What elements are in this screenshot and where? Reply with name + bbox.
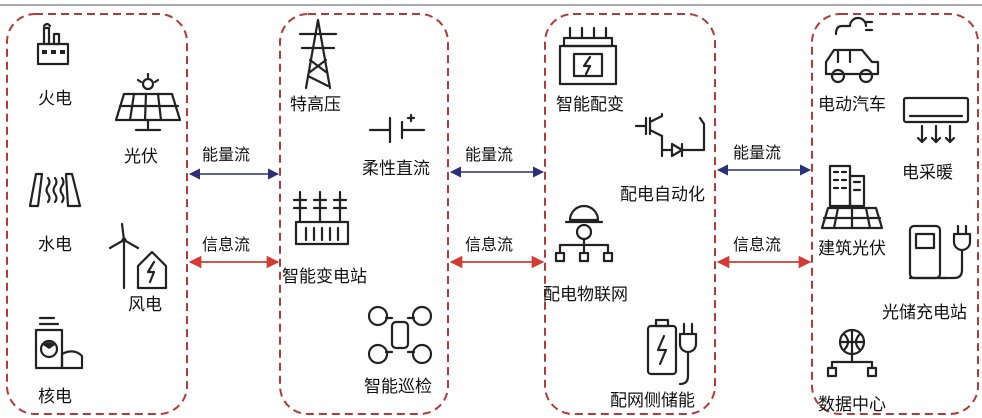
hydro-dam-icon [28,172,82,208]
label-distribution-automation: 配电自动化 [620,185,705,205]
battery-storage-icon [646,318,698,386]
energy-flow-label-3: 能量流 [733,143,781,162]
label-thermal-power: 火电 [38,89,72,109]
label-distribution-iot: 配电物联网 [543,285,628,305]
thermal-plant-icon [36,22,70,66]
info-flow-label-2: 信息流 [465,235,513,254]
transformer-icon [558,26,618,86]
electric-heater-icon [902,96,970,144]
electric-car-icon [824,16,880,84]
info-flow-label-1: 信息流 [202,235,250,254]
dc-capacitor-icon [368,113,426,144]
label-electric-heating: 电采暖 [902,163,953,183]
energy-flow-label-1: 能量流 [202,145,250,164]
igbt-switch-icon [634,112,706,158]
label-electric-vehicle: 电动汽车 [818,95,886,115]
wind-turbine-icon [108,222,168,290]
label-uhv: 特高压 [290,95,341,115]
label-distribution-storage: 配网侧储能 [610,391,695,411]
label-nuclear-power: 核电 [38,387,72,407]
panel-distribution [544,13,716,415]
substation-icon [292,190,350,246]
building-solar-icon [820,164,884,230]
label-flexible-dc: 柔性直流 [362,159,430,179]
data-center-icon [826,328,878,378]
label-solar-pv: 光伏 [124,147,158,167]
info-flow-label-3: 信息流 [733,235,781,254]
label-pv-storage-charging-station: 光储充电站 [882,303,967,323]
label-wind-power: 风电 [128,295,162,315]
label-smart-distribution-transformer: 智能配变 [556,95,624,115]
label-smart-substation: 智能变电站 [282,267,367,287]
inspection-drone-icon [367,305,433,365]
transmission-tower-icon [298,18,338,90]
panel-consumption [811,13,979,415]
panel-generation [6,13,188,415]
nuclear-plant-icon [34,316,84,370]
panel-transmission [279,13,449,415]
label-data-center: 数据中心 [818,395,886,415]
label-smart-inspection: 智能巡检 [364,377,432,397]
label-hydro-power: 水电 [38,235,72,255]
label-building-pv: 建筑光伏 [818,239,886,259]
energy-flow-label-2: 能量流 [465,145,513,164]
iot-network-icon [554,204,614,263]
charging-station-icon [908,224,972,280]
solar-panel-icon [114,72,182,132]
